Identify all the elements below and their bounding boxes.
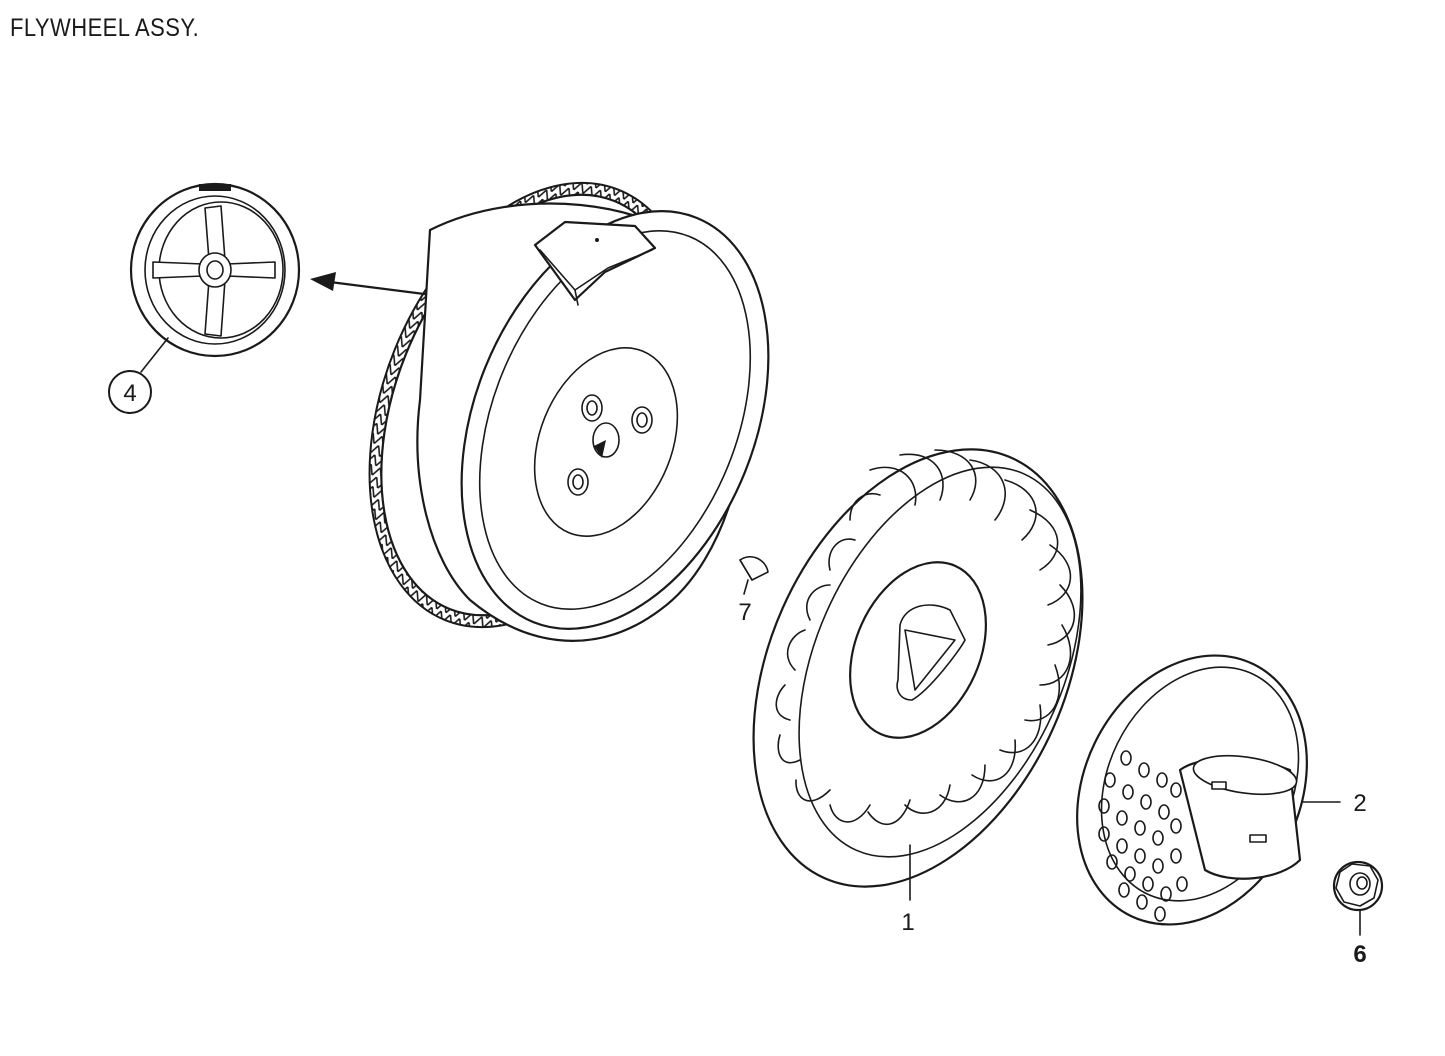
assembly-arrow-icon	[310, 272, 442, 298]
callout-4: 4	[108, 370, 152, 414]
callout-6-label: 6	[1353, 941, 1366, 968]
flywheel-icon	[368, 181, 770, 642]
starter-pulley-icon	[129, 182, 301, 358]
callout-2-label: 2	[1353, 790, 1366, 817]
page-title: FLYWHEEL ASSY.	[10, 14, 200, 42]
callout-7-label: 7	[738, 599, 751, 626]
starter-cup-icon	[1076, 654, 1341, 926]
callout-4-label: 4	[123, 380, 136, 407]
cooling-fan-icon	[752, 448, 1084, 901]
flange-nut-icon	[1332, 860, 1384, 936]
woodruff-key-icon	[739, 556, 769, 595]
callout-1-label: 1	[901, 909, 914, 936]
